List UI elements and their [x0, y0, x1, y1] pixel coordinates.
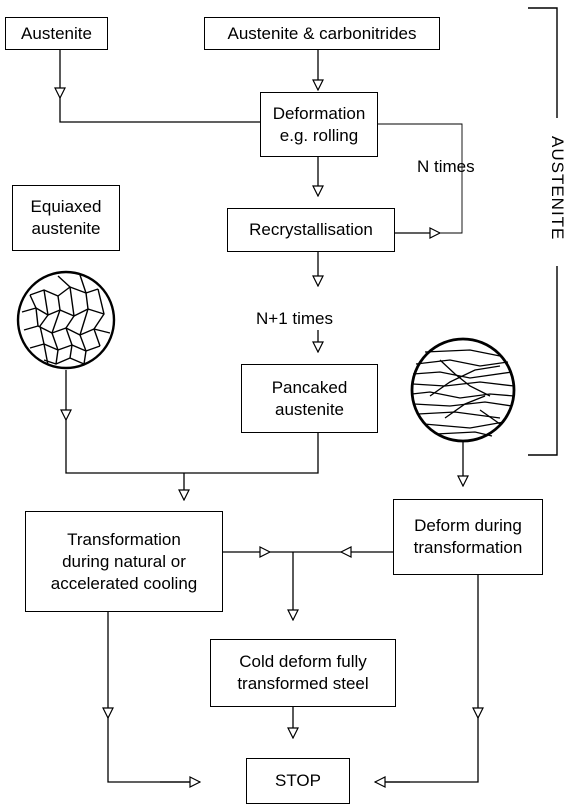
node-equiaxed-austenite: Equiaxed austenite — [12, 185, 120, 251]
connector-equiaxed-merge — [65, 420, 319, 474]
node-austenite-carbonitrides: Austenite & carbonitrides — [204, 17, 440, 50]
node-deformation: Deformation e.g. rolling — [260, 92, 378, 157]
node-deform-during-transformation: Deform during transformation — [393, 499, 543, 575]
connector-austenite-join — [59, 98, 260, 123]
label-n-times: N times — [417, 157, 475, 176]
connector-deform-stop — [375, 718, 479, 783]
equiaxed-micrograph — [16, 270, 116, 370]
node-transformation: Transformation during natural or acceler… — [25, 511, 223, 612]
austenite-bracket — [528, 7, 558, 456]
node-recrystallisation: Recrystallisation — [227, 208, 395, 252]
node-cold-deform: Cold deform fully transformed steel — [210, 639, 396, 707]
node-austenite: Austenite — [5, 17, 108, 50]
connector-transformation-stop — [107, 718, 200, 783]
node-pancaked-austenite: Pancaked austenite — [241, 364, 378, 433]
connector-loop-return — [378, 123, 463, 234]
label-austenite-bracket: AUSTENITE — [548, 136, 567, 241]
node-stop: STOP — [246, 758, 350, 804]
pancaked-micrograph — [410, 337, 516, 443]
label-n-plus-1-times: N+1 times — [256, 309, 333, 328]
